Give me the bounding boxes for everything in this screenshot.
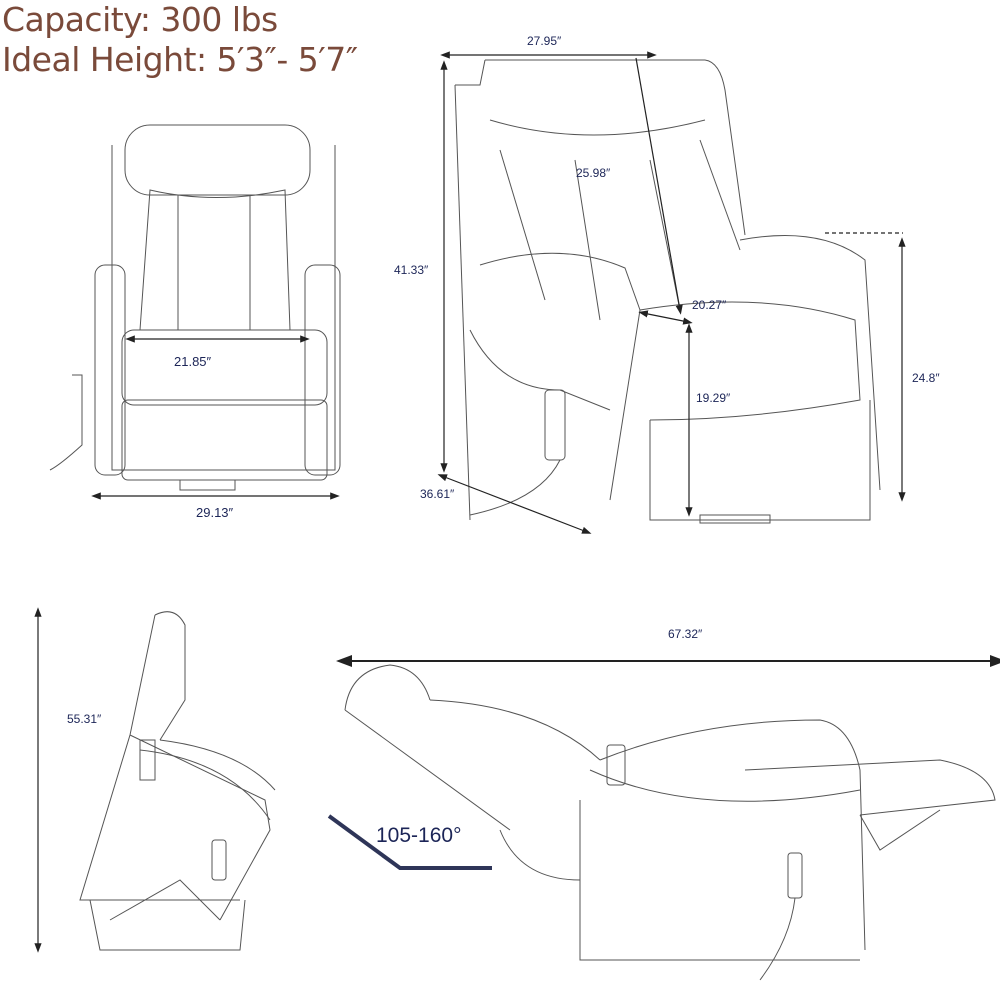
reclined-length-label: 67.32″ [668,627,703,641]
seat-height-label: 19.29″ [696,391,731,405]
lift-view-chair [79,611,276,951]
front-overall-width-label: 29.13″ [196,505,234,520]
capacity-label: Capacity: 300 lbs [2,0,278,39]
front-view-chair [49,124,341,491]
seat-depth-label: 20.27″ [692,298,727,312]
recline-angle-marker [327,814,492,870]
dimension-lines [34,51,1000,953]
arm-height-label: 24.8″ [912,371,940,385]
depth-label: 36.61″ [420,487,455,501]
overall-height-label: 41.33″ [394,263,429,277]
front-seat-width-label: 21.85″ [174,354,212,369]
ideal-height-label: Ideal Height: 5′3″- 5′7″ [2,40,358,79]
recline-angle-label: 105-160° [376,824,462,847]
angled-width-label: 27.95″ [527,34,562,48]
angled-view-chair [454,59,881,524]
lifted-height-label: 55.31″ [67,712,102,726]
back-height-label: 25.98″ [576,166,611,180]
recline-view-chair [344,664,996,981]
spec-header: Capacity: 300 lbs Ideal Height: 5′3″- 5′… [2,0,358,80]
